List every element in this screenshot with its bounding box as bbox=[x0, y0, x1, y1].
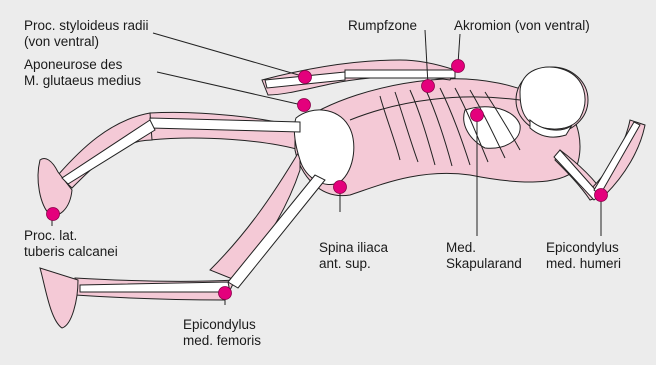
label-skapularand-line1: Med. bbox=[446, 240, 522, 256]
label-spina-line2: ant. sup. bbox=[319, 256, 388, 272]
label-styloideus: Proc. styloideus radii (von ventral) bbox=[24, 18, 149, 50]
marker-rumpfzone bbox=[422, 80, 435, 93]
label-rumpfzone: Rumpfzone bbox=[348, 18, 417, 34]
label-humeri: Epicondylus med. humeri bbox=[546, 240, 621, 272]
marker-aponeurose bbox=[298, 99, 311, 112]
leader-styloideus bbox=[153, 33, 302, 76]
marker-akromion bbox=[452, 60, 465, 73]
label-akromion: Akromion (von ventral) bbox=[454, 18, 590, 34]
label-femoris-line1: Epicondylus bbox=[183, 317, 261, 333]
label-humeri-line2: med. humeri bbox=[546, 256, 621, 272]
label-humeri-line1: Epicondylus bbox=[546, 240, 621, 256]
label-aponeurose: Aponeurose des M. glutaeus medius bbox=[24, 57, 141, 89]
marker-calcanei bbox=[47, 208, 60, 221]
label-femoris-line2: med. femoris bbox=[183, 333, 261, 349]
label-aponeurose-line1: Aponeurose des bbox=[24, 57, 141, 73]
label-skapularand-line2: Skapularand bbox=[446, 256, 522, 272]
marker-humeri bbox=[595, 189, 608, 202]
marker-spina bbox=[334, 181, 347, 194]
label-skapularand: Med. Skapularand bbox=[446, 240, 522, 272]
label-styloideus-line2: (von ventral) bbox=[24, 34, 149, 50]
label-calcanei-line1: Proc. lat. bbox=[24, 228, 118, 244]
label-calcanei-line2: tuberis calcanei bbox=[24, 244, 118, 260]
label-calcanei: Proc. lat. tuberis calcanei bbox=[24, 228, 118, 260]
label-aponeurose-line2: M. glutaeus medius bbox=[24, 73, 141, 89]
label-femoris: Epicondylus med. femoris bbox=[183, 317, 261, 349]
label-rumpfzone-line1: Rumpfzone bbox=[348, 18, 417, 34]
label-akromion-line1: Akromion (von ventral) bbox=[454, 18, 590, 34]
label-spina-line1: Spina iliaca bbox=[319, 240, 388, 256]
marker-skapularand bbox=[471, 109, 484, 122]
marker-styloideus bbox=[299, 71, 312, 84]
label-styloideus-line1: Proc. styloideus radii bbox=[24, 18, 149, 34]
label-spina: Spina iliaca ant. sup. bbox=[319, 240, 388, 272]
marker-femoris bbox=[219, 287, 232, 300]
